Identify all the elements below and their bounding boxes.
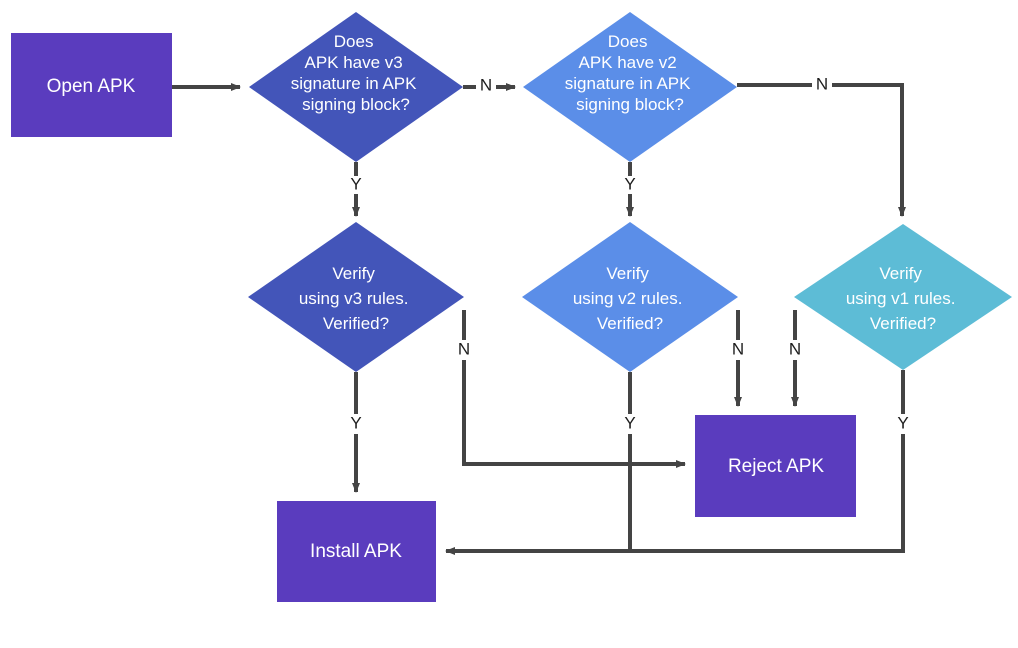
has-v2-line-1: APK have v2: [578, 53, 676, 72]
node-layer: Open APK Does APK have v3 signature in A…: [11, 12, 1012, 602]
edge-label-hasv2-no: N: [816, 74, 828, 93]
edge-label-hasv2-yes: Y: [624, 174, 635, 193]
node-install-apk[interactable]: Install APK: [277, 501, 436, 602]
reject-apk-box[interactable]: [695, 415, 856, 517]
has-v3-line-2: signature in APK: [291, 74, 417, 93]
open-apk-box[interactable]: [11, 33, 172, 137]
edge-verifyv3-no-to-reject: [462, 360, 686, 468]
verify-v2-diamond[interactable]: [522, 222, 738, 372]
verify-v2-label: Verify using v2 rules. Verified?: [573, 264, 687, 333]
open-apk-label: Open APK: [47, 76, 136, 97]
has-v3-diamond[interactable]: [249, 12, 463, 162]
has-v3-line-1: APK have v3: [304, 53, 402, 72]
edge-label-verifyv2-no: N: [732, 339, 744, 358]
node-verify-v1[interactable]: Verify using v1 rules. Verified?: [794, 224, 1012, 370]
verify-v2-line-1: using v2 rules.: [573, 289, 683, 308]
verify-v1-line-1: using v1 rules.: [846, 289, 956, 308]
has-v2-label: Does APK have v2 signature in APK signin…: [565, 32, 695, 114]
verify-v1-line-2: Verified?: [870, 314, 936, 333]
edge-label-verifyv1-yes: Y: [897, 413, 908, 432]
verify-v3-label: Verify using v3 rules. Verified?: [299, 264, 413, 333]
verify-v3-line-1: using v3 rules.: [299, 289, 409, 308]
edge-label-verifyv3-yes: Y: [350, 413, 361, 432]
has-v3-line-0: Does: [334, 32, 374, 51]
verify-v2-line-0: Verify: [606, 264, 649, 283]
edge-verifyv1-yes-to-install: [445, 434, 905, 555]
install-apk-box[interactable]: [277, 501, 436, 602]
node-verify-v2[interactable]: Verify using v2 rules. Verified?: [522, 222, 738, 372]
edge-layer: [172, 83, 906, 555]
edge-label-layer: N Y N Y N Y N Y N Y: [350, 74, 908, 432]
edge-label-verifyv3-no: N: [458, 339, 470, 358]
verify-v1-line-0: Verify: [879, 264, 922, 283]
reject-apk-label: Reject APK: [728, 456, 824, 477]
verify-v2-line-2: Verified?: [597, 314, 663, 333]
verify-v3-diamond[interactable]: [248, 222, 464, 372]
verify-v1-label: Verify using v1 rules. Verified?: [846, 264, 960, 333]
has-v2-diamond[interactable]: [523, 12, 737, 162]
edge-label-verifyv2-yes: Y: [624, 413, 635, 432]
edge-label-verifyv1-no: N: [789, 339, 801, 358]
node-open-apk[interactable]: Open APK: [11, 33, 172, 137]
has-v2-line-2: signature in APK: [565, 74, 691, 93]
verify-v3-line-2: Verified?: [323, 314, 389, 333]
verify-v3-line-0: Verify: [332, 264, 375, 283]
node-has-v3[interactable]: Does APK have v3 signature in APK signin…: [249, 12, 463, 162]
edge-hasv2-no-to-verifyv1: [832, 83, 906, 217]
node-reject-apk[interactable]: Reject APK: [695, 415, 856, 517]
has-v3-line-3: signing block?: [302, 95, 410, 114]
has-v3-label: Does APK have v3 signature in APK signin…: [291, 32, 421, 114]
install-apk-label: Install APK: [310, 541, 402, 562]
verify-v1-diamond[interactable]: [794, 224, 1012, 370]
has-v2-line-0: Does: [608, 32, 648, 51]
node-has-v2[interactable]: Does APK have v2 signature in APK signin…: [523, 12, 737, 162]
edge-label-hasv3-no: N: [480, 75, 492, 94]
has-v2-line-3: signing block?: [576, 95, 684, 114]
edge-label-hasv3-yes: Y: [350, 174, 361, 193]
node-verify-v3[interactable]: Verify using v3 rules. Verified?: [248, 222, 464, 372]
